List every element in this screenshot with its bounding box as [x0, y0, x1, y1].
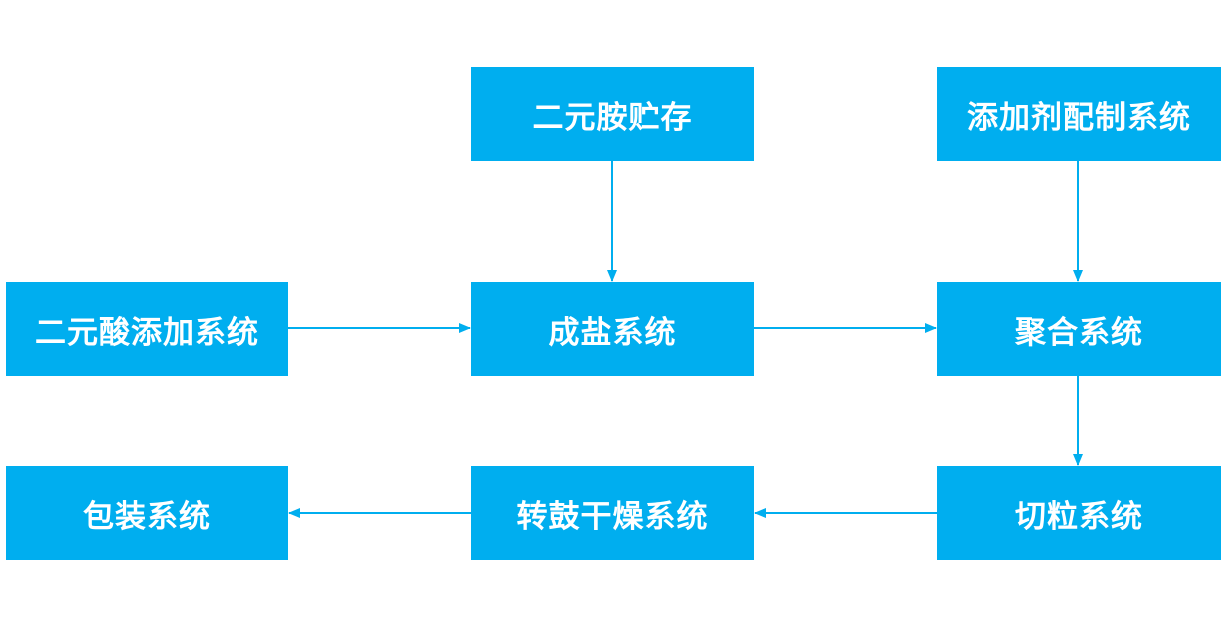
node-drum-drying: 转鼓干燥系统 [471, 466, 754, 560]
node-salt-system: 成盐系统 [471, 282, 754, 376]
node-additive-prep: 添加剂配制系统 [937, 67, 1221, 161]
node-diacid-feed: 二元酸添加系统 [6, 282, 288, 376]
node-polymerization: 聚合系统 [937, 282, 1221, 376]
node-pelletizing: 切粒系统 [937, 466, 1221, 560]
node-packaging: 包装系统 [6, 466, 288, 560]
node-diamine-storage: 二元胺贮存 [471, 67, 754, 161]
